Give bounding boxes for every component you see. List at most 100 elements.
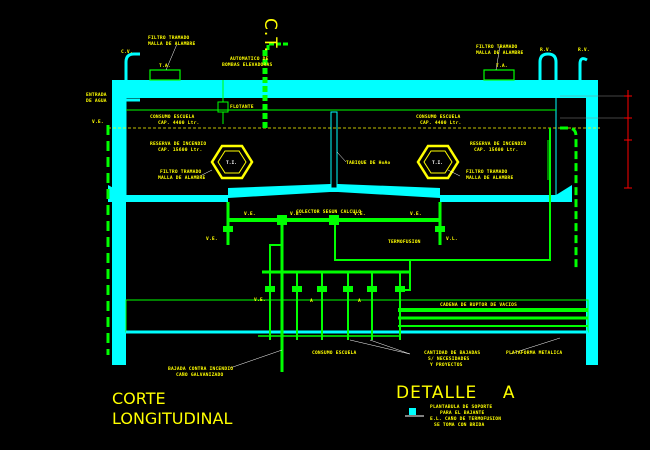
- leader-6: [349, 339, 411, 355]
- ve-e: V.L.: [446, 236, 458, 242]
- cadena-label: CADENA DE RUPTOR DE VACIOS: [440, 302, 517, 308]
- filtro-mid-right-1: FILTRO TRAMADO: [466, 169, 508, 175]
- hex-right-outer: [416, 144, 460, 180]
- left-outer-wall: [112, 80, 126, 365]
- hex-right-inner: [423, 150, 453, 174]
- cantidad-3: Y PROYECTOS: [430, 362, 463, 368]
- reserva-left-1: RESERVA DE INCENDIO: [150, 141, 206, 147]
- ti-left: T.I.: [226, 160, 237, 166]
- transfer-pipe: [334, 128, 551, 261]
- consumo-left-2: CAP. 4400 Ltr.: [158, 120, 200, 126]
- center-partition: [330, 111, 338, 189]
- valve-4: [329, 215, 339, 225]
- leader-2: [336, 151, 347, 163]
- ti-right: T.I.: [432, 160, 443, 166]
- ve-c: V.E.: [290, 211, 302, 217]
- dimensions: [560, 90, 632, 189]
- rv-label-2: R.V.: [578, 47, 590, 53]
- colector-label: COLECTOR SEGUN CALCULO: [296, 209, 361, 215]
- cantidad-1: CANTIDAD DE BAJADAS: [424, 350, 480, 356]
- tank-structure: [108, 80, 598, 365]
- detalle-title: DETALLE A: [396, 383, 515, 403]
- valve-8: [343, 286, 353, 292]
- valve-3: [277, 215, 287, 225]
- consumo-left-1: CONSUMO ESCUELA: [150, 114, 195, 120]
- det-note-4: SE TOMA CON BRIDA: [434, 422, 484, 428]
- tabique-label: TABIQUE DE HoAo: [346, 160, 391, 166]
- right-outer-wall: [586, 80, 598, 365]
- right-vent-b: [578, 57, 588, 80]
- valve-9: [367, 286, 377, 292]
- valve-1: [223, 226, 233, 232]
- hex-left-inner: [217, 150, 247, 174]
- detail-symbol: [405, 408, 424, 417]
- leader-5: [369, 339, 411, 355]
- valve-7: [317, 286, 327, 292]
- tank-bottom-slab: [108, 184, 572, 202]
- top-fixtures: [112, 42, 588, 130]
- entrada-2: DE AGUA: [86, 98, 107, 104]
- corte-title-1: CORTE: [112, 389, 166, 408]
- consumo-bottom: CONSUMO ESCUELA: [312, 350, 357, 356]
- ve-f: V.E.: [354, 211, 366, 217]
- ve-low-left: V.E.: [254, 297, 266, 303]
- consumo-right-1: CONSUMO ESCUELA: [416, 114, 461, 120]
- termofusion-label: TERMOFUSION: [388, 239, 421, 245]
- left-access-lid: [149, 69, 181, 81]
- leader-1: [165, 43, 178, 71]
- valve-6: [292, 286, 302, 292]
- leaders: [165, 43, 561, 369]
- ta-right-label: T.A.: [496, 63, 508, 69]
- a-right: A: [358, 298, 361, 304]
- ct-title: C.T.: [260, 18, 280, 53]
- ta-left-label: T.A.: [159, 63, 171, 69]
- ve-b: V.E.: [244, 211, 256, 217]
- right-down-pipe: [560, 126, 578, 270]
- ve-d: V.E.: [410, 211, 422, 217]
- det-note-1: PLANTABULA DE SOPORTE: [430, 404, 492, 410]
- cantidad-2: S/ NECESIDADES: [428, 356, 470, 362]
- branch-a: [269, 244, 282, 272]
- leader-9: [495, 45, 501, 71]
- reserva-left-2: CAP. 15600 Ltr.: [158, 147, 203, 153]
- corte-title-2: LONGITUDINAL: [112, 409, 232, 428]
- reserva-right-1: RESERVA DE INCENDIO: [470, 141, 526, 147]
- valve-2: [435, 226, 445, 232]
- filtro-mid-left-2: MALLA DE ALAMBRE: [158, 175, 205, 181]
- left-vent-pipe: [124, 52, 140, 80]
- distribution-piping: [226, 202, 588, 372]
- valve-10: [395, 286, 405, 292]
- tank-top-slab: [118, 80, 598, 98]
- labels: C.T. C.V. T.A. FILTRO TRAMADO MALLA DE A…: [86, 18, 590, 428]
- right-access-lid: [483, 69, 515, 81]
- consumo-right-2: CAP. 4400 Ltr.: [420, 120, 462, 126]
- filtro-mid-right-2: MALLA DE ALAMBRE: [466, 175, 513, 181]
- right-vent-a: [538, 52, 558, 80]
- filtro-right-2: MALLA DE ALAMBRE: [476, 50, 523, 56]
- rv-label-1: R.V.: [540, 47, 552, 53]
- bajada-1: BAJADA CONTRA INCENDIO: [168, 366, 233, 372]
- hex-left-outer: [210, 144, 254, 180]
- leader-8: [509, 337, 561, 355]
- automatico-1: AUTOMATICO DE: [230, 56, 269, 62]
- water-levels: [108, 109, 600, 129]
- ve-top-left: V.E.: [92, 119, 104, 125]
- flotante-label: FLOTANTE: [230, 104, 254, 110]
- inner-piping: [106, 125, 578, 355]
- filtro-right-1: FILTRO TRAMADO: [476, 44, 518, 50]
- leader-4: [447, 169, 461, 177]
- leader-3: [199, 169, 213, 177]
- valves: [223, 215, 445, 292]
- det-note-2: PARA EL BAJANTE: [440, 410, 485, 416]
- entrada-1: ENTRADA: [86, 92, 107, 98]
- reserva-right-2: CAP. 15600 Ltr.: [474, 147, 519, 153]
- detail-icon: [409, 408, 416, 415]
- automatico-2: BOMBAS ELEVADORAS: [222, 62, 272, 68]
- ve-a: V.E.: [206, 236, 218, 242]
- filtro-mid-left-1: FILTRO TRAMADO: [160, 169, 202, 175]
- cv-left-label: C.V.: [121, 49, 133, 55]
- valve-5: [265, 286, 275, 292]
- ct-pipe-top: [266, 42, 290, 50]
- filtro-left-1: FILTRO TRAMADO: [148, 35, 190, 41]
